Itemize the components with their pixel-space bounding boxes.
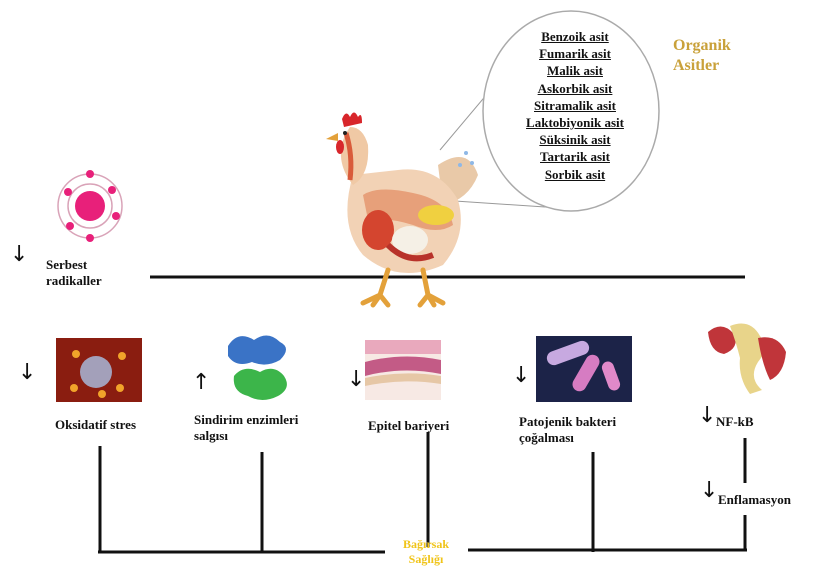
nf-kb-label: NF-kB: [716, 414, 754, 430]
acid-item: Süksinik asit: [500, 131, 650, 148]
acid-item: Askorbik asit: [500, 80, 650, 97]
organic-acids-title: Organik Asitler: [673, 36, 731, 76]
down-arrow-icon: ↓: [700, 480, 718, 502]
pathogenic-bacteria-label: Patojenik bakteri çoğalması: [519, 414, 616, 446]
pathogenic-bacteria-image: [536, 336, 632, 402]
free-radical-atom-icon: [50, 168, 130, 248]
acid-item: Benzoik asit: [500, 28, 650, 45]
oxidative-stress-image: [56, 338, 142, 402]
intestinal-health-label: Bağırsak Sağlığı: [386, 537, 466, 567]
oxidative-stress-label: Oksidatif stres: [55, 417, 136, 433]
epithelial-barrier-label: Epitel bariyeri: [368, 418, 449, 434]
digestive-enzyme-label: Sindirim enzimleri salgısı: [194, 412, 298, 444]
acid-item: Malik asit: [500, 62, 650, 79]
down-arrow-icon: ↓: [347, 369, 365, 391]
acid-item: Fumarik asit: [500, 45, 650, 62]
down-arrow-icon: ↓: [698, 405, 716, 427]
up-arrow-icon: ↑: [192, 372, 210, 394]
acid-item: Laktobiyonik asit: [500, 114, 650, 131]
epithelial-barrier-image: [365, 340, 441, 400]
acid-item: Sitramalik asit: [500, 97, 650, 114]
down-arrow-icon: ↓: [10, 244, 28, 266]
acid-item: Tartarik asit: [500, 148, 650, 165]
acid-item: Sorbik asit: [500, 166, 650, 183]
chicken-illustration: [318, 105, 488, 310]
down-arrow-icon: ↓: [18, 362, 36, 384]
down-arrow-icon: ↓: [512, 365, 530, 387]
nf-kb-protein-image: [700, 318, 792, 396]
free-radicals-label: Serbest radikaller: [46, 257, 102, 289]
organic-acid-list: Benzoik asit Fumarik asit Malik asit Ask…: [500, 28, 650, 183]
digestive-enzyme-protein-image: [218, 328, 298, 408]
inflammation-label: Enflamasyon: [718, 492, 791, 508]
